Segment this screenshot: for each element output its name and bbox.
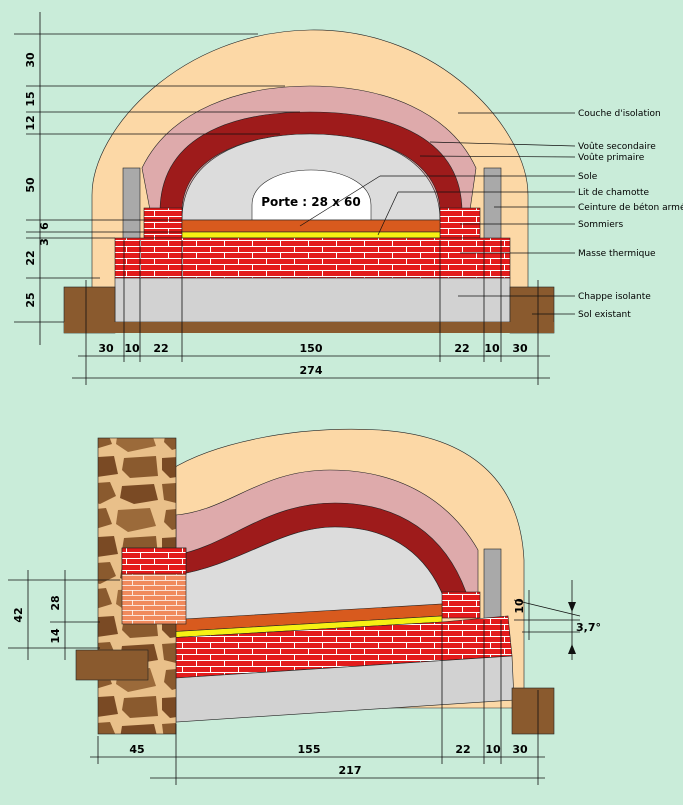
- front-dim-v-22: 22: [24, 250, 37, 265]
- door-brick-lintel: [121, 547, 187, 575]
- front-dim-v-25: 25: [24, 292, 37, 307]
- side-dim-h-22: 22: [455, 743, 470, 756]
- front-dim-h-30-left: 30: [98, 342, 114, 355]
- label-isolation: Couche d'isolation: [578, 109, 661, 119]
- front-vertical-dimension-lines: [14, 12, 300, 345]
- front-dim-v-15: 15: [24, 91, 37, 106]
- front-horizontal-dimension-lines: [72, 240, 550, 385]
- front-dim-h-22-left: 22: [153, 342, 168, 355]
- front-dim-h-10-left: 10: [124, 342, 140, 355]
- side-dim-h-45: 45: [129, 743, 144, 756]
- chamotte-layer: [181, 231, 441, 239]
- front-dim-v-3: 3: [38, 238, 51, 246]
- label-voute-primaire: Voûte primaire: [578, 153, 645, 163]
- side-dim-v-14: 14: [49, 628, 62, 644]
- front-view-section: Porte : 28 x 60 Co: [14, 12, 683, 385]
- angle-arrow-down: [568, 644, 576, 654]
- sommier-left: [143, 207, 183, 239]
- leader-lines: [299, 112, 576, 315]
- side-angle: 3,7°: [576, 621, 601, 634]
- label-ceinture: Ceinture de béton armé: [578, 202, 683, 213]
- side-left-dimension-lines: [8, 570, 120, 660]
- front-dim-v-6: 6: [38, 222, 51, 230]
- porte-label: Porte : 28 x 60: [261, 195, 360, 209]
- front-dim-h-30-right: 30: [512, 342, 528, 355]
- side-existing-ground: [511, 687, 555, 735]
- side-existing-ground-left: [75, 649, 149, 681]
- side-horizontal-dimension-lines: [90, 620, 545, 785]
- side-dim-v-10: 10: [513, 598, 526, 614]
- label-sol: Sol existant: [578, 310, 631, 320]
- side-dim-h-10: 10: [485, 743, 501, 756]
- front-dim-h-10-right: 10: [484, 342, 500, 355]
- side-dim-total: 217: [339, 764, 362, 777]
- label-masse: Masse thermique: [578, 249, 656, 259]
- concrete-belt-right: [483, 167, 502, 241]
- oven-door-opening: [251, 169, 372, 221]
- side-dim-v-28: 28: [49, 595, 62, 610]
- thermal-mass: [114, 237, 511, 279]
- front-dim-total: 274: [300, 364, 323, 377]
- label-chappe: Chappe isolante: [578, 292, 651, 302]
- insulating-screed: [114, 277, 511, 323]
- front-dim-v-30: 30: [24, 52, 37, 68]
- side-dim-v-42: 42: [12, 607, 25, 622]
- side-dim-h-155: 155: [298, 743, 321, 756]
- front-dim-h-150: 150: [300, 342, 323, 355]
- sommier-right: [439, 207, 481, 239]
- label-lit-chamotte: Lit de chamotte: [578, 188, 650, 198]
- side-view-section: 42 28 14 10 3,7°: [8, 428, 601, 785]
- side-concrete-belt: [483, 548, 502, 620]
- side-dim-h-30: 30: [512, 743, 528, 756]
- side-sommier: [441, 591, 481, 619]
- label-sommiers: Sommiers: [578, 220, 623, 230]
- side-oven-chamber: [175, 526, 445, 623]
- label-voute-secondaire: Voûte secondaire: [578, 142, 656, 152]
- existing-ground-base: [64, 322, 554, 333]
- front-dim-v-12: 12: [24, 115, 37, 130]
- concrete-belt-left: [122, 167, 141, 241]
- front-dim-v-50: 50: [24, 177, 37, 193]
- angle-arrow-up: [568, 602, 576, 612]
- front-dim-h-22-right: 22: [454, 342, 469, 355]
- label-sole: Sole: [578, 172, 598, 182]
- sole-layer: [181, 219, 441, 233]
